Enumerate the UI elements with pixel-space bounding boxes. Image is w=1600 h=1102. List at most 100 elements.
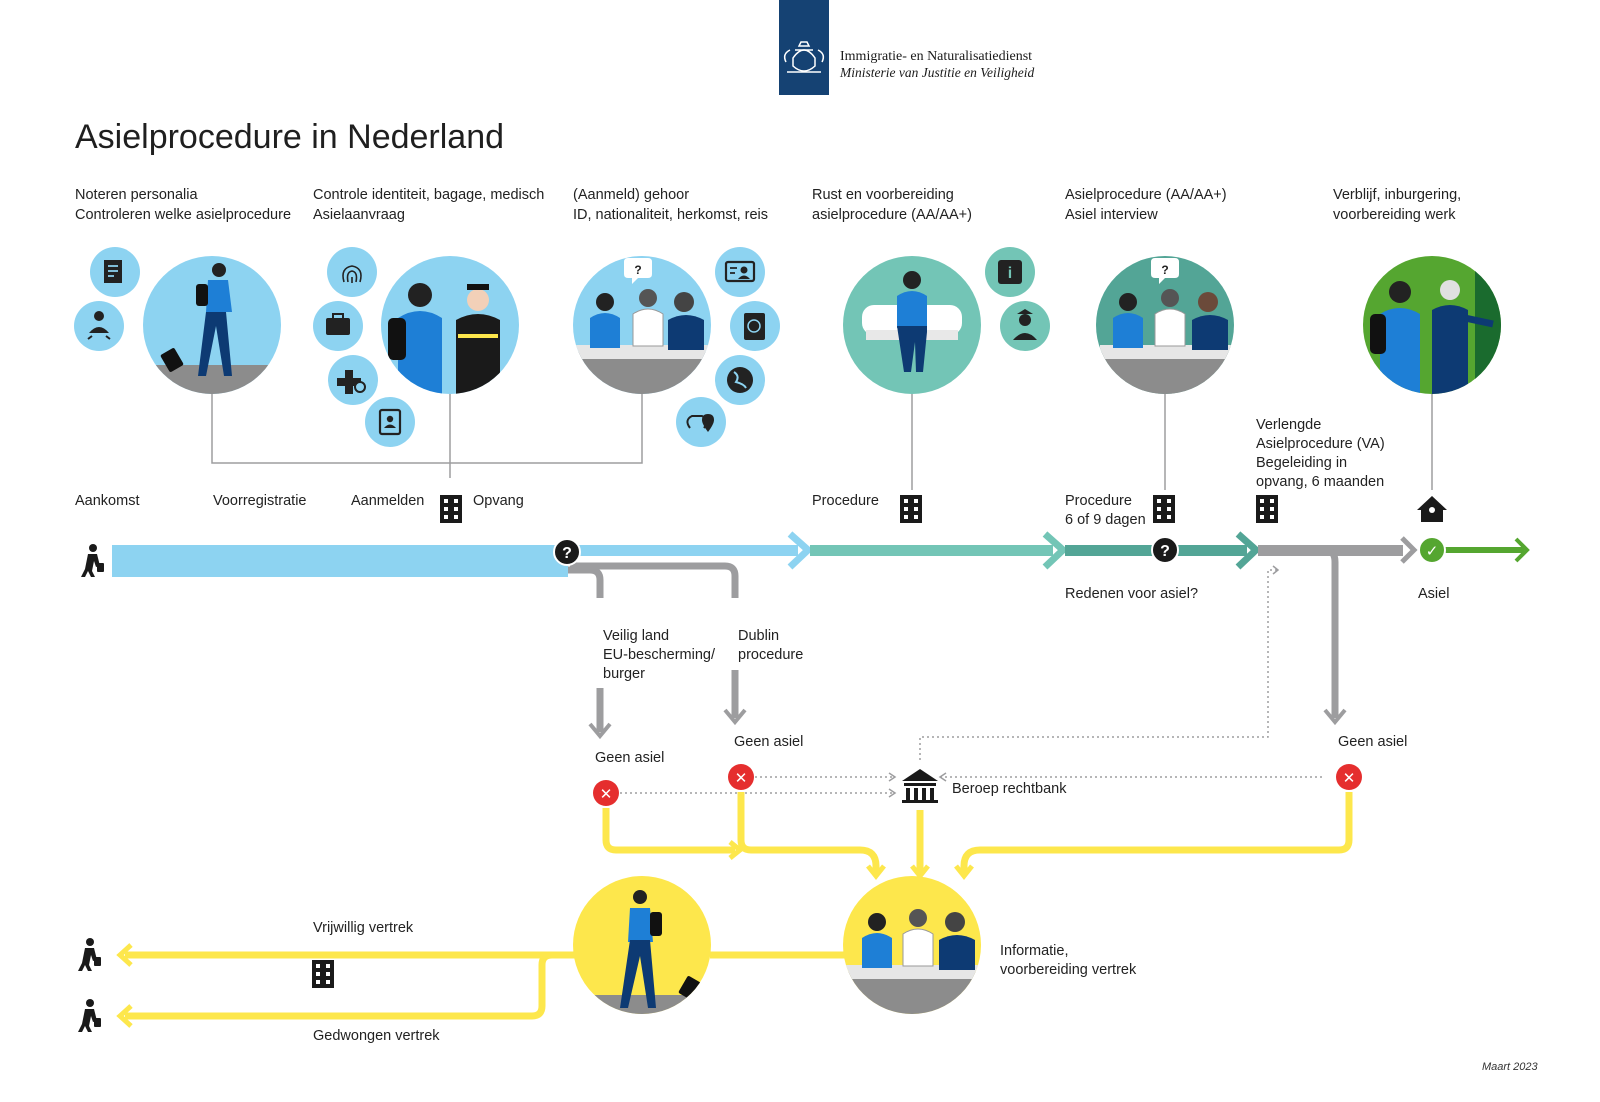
cross-glyph-1: ✕ xyxy=(600,786,613,803)
label-veilig-1: Veilig land xyxy=(603,628,669,644)
check-glyph: ✓ xyxy=(1426,543,1439,560)
gray-branches xyxy=(568,546,1339,732)
stage-5-illustration: ? xyxy=(1096,256,1234,394)
label-geen-asiel-2: Geen asiel xyxy=(734,734,803,750)
appeal-dotted-lines xyxy=(620,569,1322,794)
question-icon-redenen: ? xyxy=(1151,536,1179,564)
label-dublin-2: procedure xyxy=(738,647,803,663)
label-info-2: voorbereiding vertrek xyxy=(1000,962,1137,978)
timeline-bar-teal xyxy=(810,545,1053,556)
check-icon-asiel: ✓ xyxy=(1418,536,1446,564)
timeline-bar-blue-thin xyxy=(568,545,798,556)
stage-descriptions: Noteren personalia Controleren welke asi… xyxy=(75,187,1461,223)
cross-glyph-3: ✕ xyxy=(1343,770,1356,787)
label-redenen: Redenen voor asiel? xyxy=(1065,586,1198,602)
stage-5-line2: Asiel interview xyxy=(1065,207,1158,223)
publication-date: Maart 2023 xyxy=(1482,1061,1539,1073)
logo-bar xyxy=(779,0,829,95)
question-mark-2: ? xyxy=(1161,263,1168,277)
arrow-gray xyxy=(1400,536,1418,564)
label-beroep: Beroep rechtbank xyxy=(952,781,1067,797)
label-asiel: Asiel xyxy=(1418,586,1449,602)
walking-person-icon-arrival xyxy=(81,544,104,577)
yellow-paths xyxy=(125,792,1353,1020)
label-va-2: Asielprocedure (VA) xyxy=(1256,436,1385,452)
org-name: Immigratie- en Naturalisatiedienst xyxy=(840,49,1032,64)
stage-6-illustration xyxy=(1363,256,1501,394)
resting-figure xyxy=(897,271,927,372)
cross-icon-veilig: ✕ xyxy=(593,780,619,806)
question-icon-aanmelden: ? xyxy=(553,538,581,566)
arrow-blue xyxy=(787,531,814,570)
timeline-bar-blue xyxy=(112,545,568,577)
stage-1-line1: Noteren personalia xyxy=(75,187,198,203)
walking-person-icon-gedwongen xyxy=(78,999,101,1032)
label-dublin-1: Dublin xyxy=(738,628,779,644)
cross-icon-va: ✕ xyxy=(1336,764,1362,790)
label-vrijwillig: Vrijwillig vertrek xyxy=(313,920,414,936)
label-geen-asiel-1: Geen asiel xyxy=(595,750,664,766)
yellow-gedwongen xyxy=(125,951,577,1020)
arrow-dark-teal xyxy=(1235,531,1262,570)
question-glyph-2: ? xyxy=(1160,543,1170,560)
stage-4-line2: asielprocedure (AA/AA+) xyxy=(812,207,972,223)
stage-3-line1: (Aanmeld) gehoor xyxy=(573,187,689,203)
information-illustration xyxy=(843,876,981,1014)
branch-dublin-top xyxy=(570,562,739,598)
id-document-icon xyxy=(365,397,415,447)
yellow-va xyxy=(960,792,1353,872)
fingerprint-icon xyxy=(327,247,377,297)
building-icon-opvang xyxy=(440,495,462,523)
stage-1-illustration xyxy=(74,247,281,394)
stage-1-line2: Controleren welke asielprocedure xyxy=(75,207,291,223)
question-mark: ? xyxy=(634,263,641,277)
id-card-icon xyxy=(715,247,765,297)
label-info-1: Informatie, xyxy=(1000,943,1069,959)
label-gedwongen: Gedwongen vertrek xyxy=(313,1028,440,1044)
label-va-3: Begeleiding in xyxy=(1256,455,1347,471)
branch-va xyxy=(1258,546,1339,718)
stage-3-illustration: ? xyxy=(573,247,780,447)
interview-figures xyxy=(590,289,704,350)
stage-6-line1: Verblijf, inburgering, xyxy=(1333,187,1461,203)
connector-left xyxy=(211,394,643,464)
document-edit-icon xyxy=(90,247,140,297)
globe-icon xyxy=(715,355,765,405)
timeline-labels: Aankomst Voorregistratie Aanmelden Opvan… xyxy=(75,417,1449,602)
route-pin-icon xyxy=(676,397,726,447)
building-icon-vertrek xyxy=(312,960,334,988)
stage-6-line2: voorbereiding werk xyxy=(1333,207,1456,223)
ministry-name: Ministerie van Justitie en Veiligheid xyxy=(839,65,1034,80)
stage-5-line1: Asielprocedure (AA/AA+) xyxy=(1065,187,1227,203)
arrowhead-dublin xyxy=(723,708,747,726)
arrowhead-va xyxy=(1323,708,1347,726)
lawyer-icon xyxy=(1000,301,1050,351)
suitcase-icon xyxy=(313,301,363,351)
stage-2-line1: Controle identiteit, bagage, medisch xyxy=(313,187,544,203)
stage-3-line2: ID, nationaliteit, herkomst, reis xyxy=(573,207,768,223)
departure-labels: Vrijwillig vertrek Gedwongen vertrek Inf… xyxy=(313,920,1137,1044)
label-veilig-2: EU-bescherming/ xyxy=(603,647,716,663)
traveller-figure xyxy=(160,263,232,376)
medical-search-icon xyxy=(328,355,378,405)
building-icon-procedure xyxy=(900,495,922,523)
arrow-green xyxy=(1514,537,1530,563)
yellow-veilig xyxy=(602,808,735,854)
main-timeline xyxy=(81,531,1530,577)
gray-arrowheads xyxy=(588,708,1347,740)
person-arrows-icon xyxy=(74,301,124,351)
label-aankomst: Aankomst xyxy=(75,493,139,509)
label-procedure-days-2: 6 of 9 dagen xyxy=(1065,512,1146,528)
label-aanmelden: Aanmelden xyxy=(351,493,424,509)
building-icons xyxy=(312,495,1447,988)
label-va-1: Verlengde xyxy=(1256,417,1321,433)
dotted-arrowheads xyxy=(888,565,1280,798)
building-icon-va xyxy=(1256,495,1278,523)
stage-4-illustration: i xyxy=(843,247,1050,394)
speech-question-icon-2: ? xyxy=(1151,258,1179,284)
timeline-bar-green xyxy=(1444,547,1524,553)
question-glyph-1: ? xyxy=(562,545,572,562)
info-icon: i xyxy=(985,247,1035,297)
